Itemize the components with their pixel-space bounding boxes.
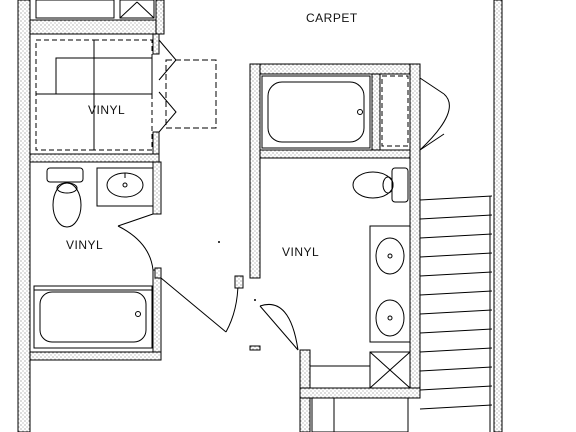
vanity-center — [369, 225, 411, 343]
center-bath-fixtures — [259, 75, 450, 432]
room-label-vinyl-bath-center: VINYL — [282, 245, 320, 259]
wall-bath-center-right — [409, 63, 421, 393]
wall-laundry-right-lower — [152, 131, 160, 155]
wall-top-closet — [29, 19, 161, 35]
wall-linen-left — [371, 73, 381, 155]
linen-door — [419, 77, 445, 95]
stair-tread — [419, 195, 493, 201]
wall-bath-center-top — [249, 63, 421, 75]
wall-center-bottom — [299, 387, 421, 399]
room-label-carpet: CARPET — [306, 11, 358, 25]
laundry-counter — [55, 57, 153, 95]
sink-basin-center-2 — [375, 299, 405, 337]
room-label-vinyl-laundry: VINYL — [88, 103, 126, 117]
top-closets — [35, 0, 155, 19]
bath-center-door — [259, 305, 299, 351]
toilet-tank-center — [391, 167, 409, 203]
toilet-bowl-center — [352, 171, 394, 199]
stair-tread — [419, 366, 493, 372]
mechanical-shaft — [369, 351, 411, 389]
wall-top-closet-right — [155, 0, 165, 35]
stair-tread — [419, 252, 493, 258]
wall-bath-left-right-upper — [152, 161, 162, 215]
wall-laundry-bath — [29, 153, 160, 163]
laundry-door-swing-area — [165, 59, 217, 129]
laundry-appliances — [35, 39, 217, 151]
stairs — [419, 195, 493, 432]
room-label-vinyl-bath-left: VINYL — [66, 238, 104, 252]
stair-tread — [419, 385, 493, 391]
hall-door — [160, 277, 227, 333]
stair-tread — [419, 309, 493, 315]
bath-left-door-arc — [117, 225, 154, 271]
wall-bath-center-mid — [259, 149, 411, 159]
washer — [93, 39, 153, 151]
bath-left-door — [117, 213, 154, 227]
stair-tread — [419, 290, 493, 296]
dryer — [35, 39, 95, 151]
hall-doors — [154, 267, 244, 333]
toilet-tank-left — [46, 167, 84, 183]
stair-tread — [419, 233, 493, 239]
walls — [17, 0, 503, 432]
stair-tread — [419, 271, 493, 277]
lower-closet — [311, 397, 409, 432]
bath-center-door-arc — [259, 304, 299, 351]
left-bath-fixtures — [33, 167, 154, 349]
wall-left-exterior — [17, 0, 31, 432]
linen-closet — [381, 75, 409, 147]
sink-basin-center-1 — [375, 237, 405, 275]
wall-right-exterior — [493, 0, 503, 432]
closet-top-left — [35, 0, 115, 19]
tub-center — [261, 75, 371, 149]
laundry-door-lower — [158, 91, 177, 133]
stair-tread — [419, 214, 493, 220]
wall-laundry-right-upper — [152, 33, 160, 55]
wall-bath-center-left-upper — [249, 63, 261, 279]
closet-top-right — [119, 0, 155, 19]
tub-left — [33, 285, 153, 349]
stair-tread — [419, 328, 493, 334]
wall-bath-left-right-lower — [152, 269, 162, 359]
stair-tread — [419, 347, 493, 353]
stair-tread — [419, 404, 493, 410]
wall-bath-left-bottom — [29, 351, 162, 361]
sink-vanity-left — [96, 167, 154, 207]
wall-bath-center-left-lower — [249, 345, 261, 351]
